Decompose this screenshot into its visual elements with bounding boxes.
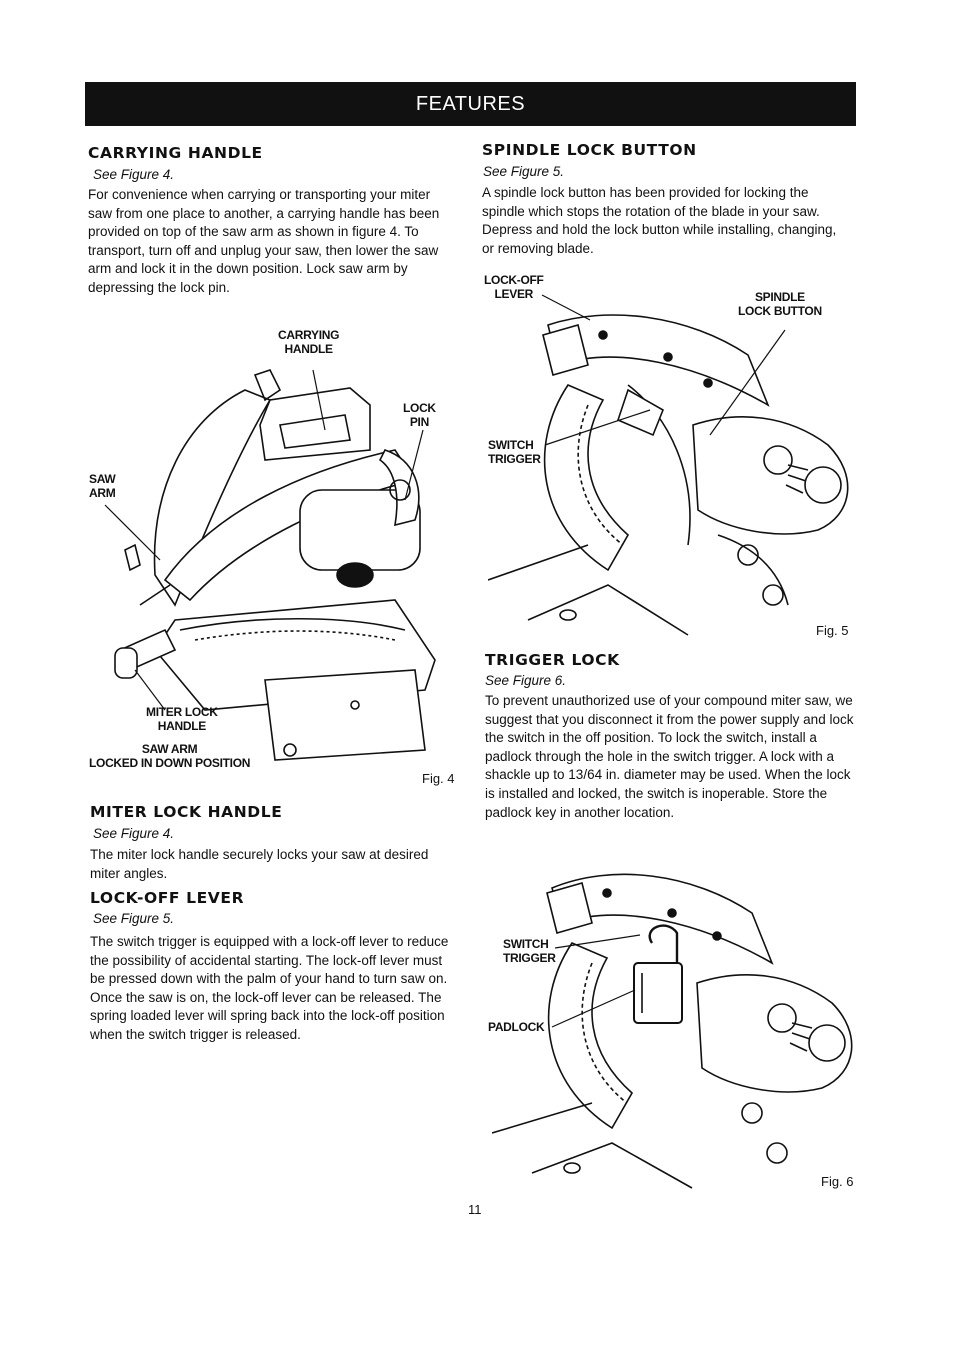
lock-off-lever-heading: LOCK-OFF LEVER (90, 889, 245, 907)
spindle-lock-button-see-figure: See Figure 5. (483, 164, 565, 179)
carrying-handle-heading: CARRYING HANDLE (88, 144, 263, 162)
figure-4-label-lock-pin: LOCK PIN (403, 401, 436, 429)
figure-6-leader-lines (480, 930, 680, 1050)
figure-5-label-lock-off-lever: LOCK-OFF LEVER (484, 273, 544, 301)
figure-6-caption: Fig. 6 (821, 1174, 854, 1189)
figure-5-label-switch-trigger: SWITCH TRIGGER (488, 438, 541, 466)
carrying-handle-body: For convenience when carrying or transpo… (88, 187, 440, 295)
miter-lock-handle-heading: MITER LOCK HANDLE (90, 803, 283, 821)
miter-lock-handle-see-figure: See Figure 4. (93, 826, 175, 841)
figure-4-leader-lines (85, 330, 465, 790)
figure-4-label-miter-lock-handle: MITER LOCK HANDLE (146, 705, 218, 733)
figure-4-miter-saw-drawing (95, 330, 455, 770)
figure-4-label-saw-arm-locked: SAW ARM LOCKED IN DOWN POSITION (89, 742, 251, 770)
trigger-lock-heading: TRIGGER LOCK (485, 651, 620, 669)
carrying-handle-see-figure: See Figure 4. (93, 167, 175, 182)
figure-4-caption: Fig. 4 (422, 771, 455, 786)
figure-5-label-spindle-lock-button: SPINDLE LOCK BUTTON (738, 290, 822, 318)
figure-6-label-switch-trigger: SWITCH TRIGGER (503, 937, 556, 965)
lock-off-lever-body: The switch trigger is equipped with a lo… (90, 934, 449, 1042)
trigger-lock-see-figure: See Figure 6. (485, 673, 567, 688)
lock-off-lever-see-figure: See Figure 5. (93, 911, 175, 926)
trigger-lock-body: To prevent unauthorized use of your comp… (485, 693, 854, 820)
figure-4-label-saw-arm: SAW ARM (89, 472, 116, 500)
section-banner: FEATURES (85, 82, 856, 126)
figure-4-label-carrying-handle: CARRYING HANDLE (278, 328, 340, 356)
figure-5-caption: Fig. 5 (816, 623, 849, 638)
figure-6-label-padlock: PADLOCK (488, 1020, 545, 1034)
figure-5-miter-saw-closeup-drawing (488, 295, 858, 640)
spindle-lock-button-body: A spindle lock button has been provided … (482, 185, 837, 256)
page-number: 11 (468, 1202, 482, 1217)
miter-lock-handle-body: The miter lock handle securely locks you… (90, 847, 429, 881)
spindle-lock-button-heading: SPINDLE LOCK BUTTON (482, 141, 697, 159)
figure-6-padlock-drawing (492, 858, 862, 1193)
figure-5-leader-lines (480, 285, 860, 485)
